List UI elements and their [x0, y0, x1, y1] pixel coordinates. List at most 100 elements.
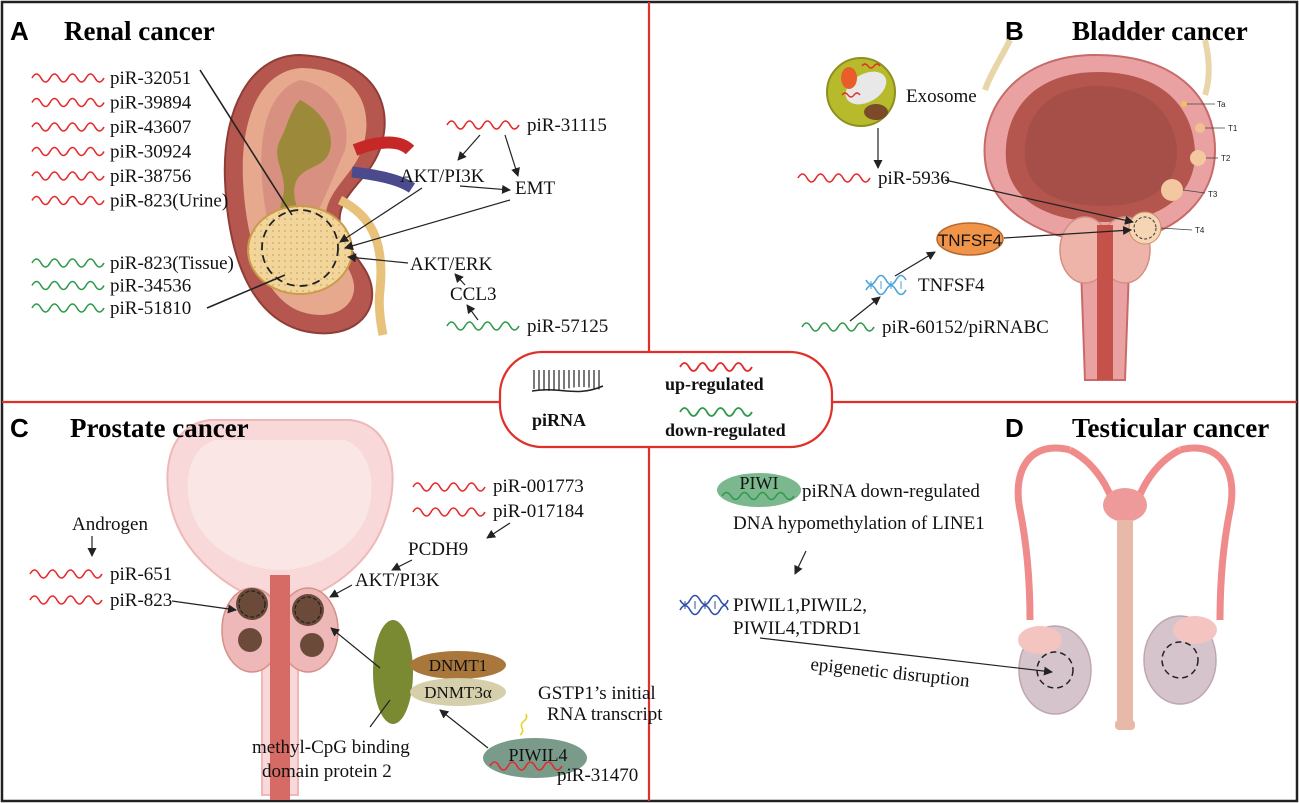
akt-erk-label: AKT/ERK [410, 254, 493, 275]
exosome-icon [826, 57, 896, 127]
pirna-label: piR-823(Urine) [110, 191, 228, 212]
pirna-wave [31, 122, 105, 132]
pirna-label: piR-51810 [110, 298, 191, 319]
pir001773-label: piR-001773 [493, 476, 584, 497]
genes-line1: PIWIL1,PIWIL2, [733, 595, 867, 616]
renal-tumor [247, 205, 353, 295]
piwi-label: PIWI [740, 473, 779, 493]
pirna-wave [31, 280, 105, 291]
wave-pir60152 [801, 322, 875, 332]
stage-t2-label: T2 [1221, 154, 1231, 163]
pirna-wave [31, 258, 105, 268]
panel-c-title: Prostate cancer [70, 413, 249, 443]
stage-t3-label: T3 [1208, 190, 1218, 199]
piwil4-pirna-wave [489, 761, 563, 771]
pirna-wave [31, 97, 105, 108]
pirna-label: piR-39894 [110, 93, 192, 114]
bladder-stages: Ta T1 T2 T3 T4 [1128, 100, 1238, 245]
panel-renal: A Renal cancer piR-32051piR-39894piR-436… [10, 16, 608, 337]
arrow-pir5936-tumor [944, 179, 1134, 225]
dna-icon-testicular [679, 594, 729, 616]
arrow-gene-protein [894, 251, 936, 277]
panel-b-letter: B [1005, 16, 1024, 46]
wave-pir57125 [446, 321, 520, 331]
stage-t1-label: T1 [1228, 124, 1238, 133]
arrow-akt-emt [459, 184, 511, 194]
arrow-ccl3-akterk [454, 273, 466, 286]
wave-pir823 [29, 595, 103, 605]
genes-line2: PIWIL4,TDRD1 [733, 618, 861, 639]
panel-b-title: Bladder cancer [1072, 16, 1248, 46]
pirna-wave [31, 195, 105, 206]
pirna-wave [31, 73, 105, 83]
prostate-akt-pi3k-label: AKT/PI3K [355, 570, 440, 591]
arrow-hypomethylation-genes [794, 550, 807, 575]
renal-upregulated-list: piR-32051 piR-39894 piR-43607 piR-30924 piR-… [31, 68, 228, 212]
gstp1-line1: GSTP1’s initial [538, 683, 656, 704]
kidney-illustration [223, 53, 416, 336]
tnfsf4-gene-label: TNFSF4 [918, 275, 985, 296]
pir31115-label: piR-31115 [527, 115, 607, 136]
arrow-pir017184-pcdh9 [486, 522, 511, 539]
pir60152-label: piR-60152/piRNABC [882, 317, 1049, 338]
legend-up-wave [679, 362, 753, 372]
prostate-illustration [166, 419, 394, 800]
pointer-line-up [199, 69, 293, 216]
panel-d-letter: D [1005, 413, 1024, 443]
wave-pir001773 [412, 482, 486, 492]
stage-t4-label: T4 [1195, 226, 1205, 235]
dnmt1-shape [410, 651, 506, 679]
pir017184-label: piR-017184 [493, 501, 584, 522]
pirna-label: piR-34536 [110, 276, 191, 297]
gstp1-line2: RNA transcript [547, 704, 663, 725]
pirna-label: piR-30924 [110, 142, 192, 163]
legend-down-wave [679, 407, 753, 417]
dnmt1-label: DNMT1 [429, 656, 488, 675]
panel-testicular: D Testicular cancer PIWI piRNA down-regu… [679, 413, 1269, 730]
mecp2-line1: methyl-CpG binding [252, 737, 410, 758]
pcdh9-label: PCDH9 [408, 539, 468, 560]
piwi-pirna-wave [721, 491, 795, 501]
dnmt3a-label: DNMT3α [424, 683, 492, 702]
panel-d-title: Testicular cancer [1072, 413, 1269, 443]
legend-box: piRNA up-regulated down-regulated [498, 350, 834, 449]
arrow-pir60152-gene [849, 296, 881, 322]
arrow-akt-tumor [339, 187, 423, 243]
dnmt3a-shape [410, 678, 506, 706]
ccl3-label: CCL3 [450, 284, 496, 305]
dna-icon [865, 274, 907, 296]
arrow-emt-tumor [344, 199, 511, 251]
pointer-line-down [206, 274, 286, 309]
wave-pir5936 [797, 173, 871, 183]
arrow-piwil4-dnmt [439, 709, 489, 749]
pirna-wave [31, 146, 105, 157]
arrow-pir57125-ccl3 [466, 304, 479, 321]
exosome-label: Exosome [906, 86, 977, 107]
male-reproductive-illustration [1014, 444, 1236, 730]
panel-c-letter: C [10, 413, 29, 443]
panel-a-letter: A [10, 16, 29, 46]
legend-pirna-label: piRNA [532, 410, 586, 430]
pir57125-label: piR-57125 [527, 316, 608, 337]
hypomethylation-label: DNA hypomethylation of LINE1 [733, 513, 985, 534]
arrow-genes-testis [759, 637, 1053, 676]
panel-prostate: C Prostate cancer Androgen piR-651 piR-8… [10, 413, 663, 800]
arrow-akterk-tumor [347, 253, 409, 264]
legend-up-label: up-regulated [665, 374, 764, 394]
legend-down-label: down-regulated [665, 420, 786, 440]
pirna-label: piR-32051 [110, 68, 191, 89]
tnfsf4-protein-shape [936, 222, 1004, 256]
pirna-label: piR-43607 [110, 117, 191, 138]
akt-pi3k-label: AKT/PI3K [400, 166, 485, 187]
tnfsf4-protein-label: TNFSF4 [938, 231, 1002, 250]
androgen-label: Androgen [72, 514, 148, 535]
arrow-pcdh9-akt [391, 559, 413, 571]
arrow-akt-prostate [329, 584, 353, 598]
pirna-label: piR-38756 [110, 166, 191, 187]
wave-pir017184 [412, 507, 486, 517]
pirna-label: piR-823(Tissue) [110, 253, 234, 274]
pir823-label: piR-823 [110, 590, 172, 611]
pir31470-label: piR-31470 [557, 765, 638, 786]
